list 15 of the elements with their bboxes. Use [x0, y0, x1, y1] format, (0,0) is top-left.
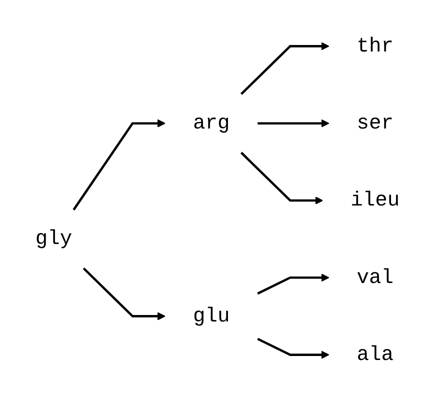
arrow [82, 268, 166, 320]
arrow [257, 338, 330, 359]
node-text: gly [35, 227, 72, 251]
arrow [72, 119, 166, 210]
arrow [240, 42, 330, 95]
node-text: glu [192, 304, 230, 328]
node-text: arg [192, 112, 230, 135]
arrow [240, 152, 324, 205]
node-text: val [356, 266, 394, 290]
arrow [258, 119, 330, 128]
node-text: ileu [350, 188, 400, 212]
arrow [257, 274, 330, 295]
node-text: ala [356, 343, 394, 366]
node-text: thr [356, 34, 394, 58]
node-text: ser [356, 112, 394, 135]
